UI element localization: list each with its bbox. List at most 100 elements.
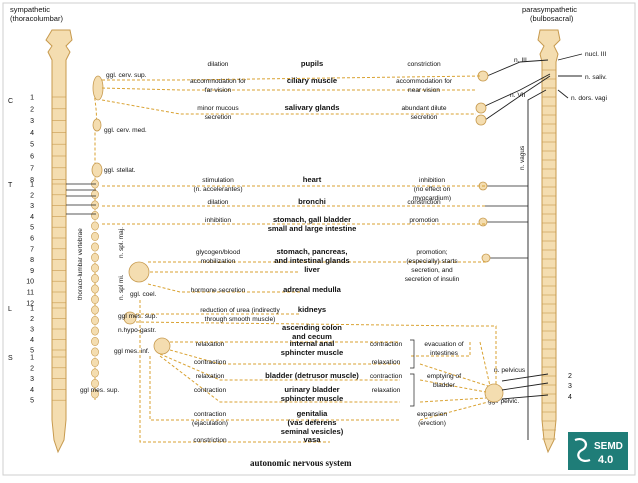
segment-number-c6: 6	[30, 154, 34, 161]
segment-group-t: T	[8, 182, 13, 189]
parasympathetic-effect: accommodation for	[396, 78, 453, 85]
ganglion-submandibular	[475, 114, 487, 126]
vagus-branches	[485, 185, 528, 259]
row-1: ciliary muscle accommodation for far visio…	[190, 76, 453, 94]
organ-label: ascending colon	[282, 323, 342, 332]
organ-label: stomach, gall bladder	[273, 215, 351, 224]
segment-group-s: S	[8, 355, 13, 362]
pathway-salivary	[101, 99, 476, 115]
label-ggl-cerv-med: ggl. cerv. med.	[104, 127, 147, 134]
parasympathetic-title: parasympathetic	[522, 5, 577, 14]
parasympathetic-outcome: intestines	[430, 350, 459, 357]
parasympathetic-effect: (erection)	[418, 420, 446, 427]
ganglion-stomach	[478, 217, 488, 227]
organ-label: salivary glands	[285, 103, 340, 112]
nerve-n-vii-a	[484, 73, 551, 107]
pathway-sphincter-para	[419, 397, 487, 403]
diagram-title: autonomic nervous system	[250, 458, 352, 468]
parasympathetic-effect: near vision	[408, 87, 440, 94]
pathway-anal-para	[479, 341, 491, 387]
chain-ganglion	[91, 232, 99, 242]
ganglion-mes-inf	[153, 337, 171, 355]
organ-label: internal anal	[290, 339, 335, 348]
parasympathetic-effect: relaxation	[372, 387, 401, 394]
label-n-hypogastr: n.hypo-gastr.	[118, 327, 156, 334]
parasympathetic-effect: abundant dilute	[401, 105, 446, 112]
pointer-n-dors-vagi	[557, 89, 569, 99]
segment-number-l1: 1	[30, 306, 34, 313]
ganglion-pancreas	[481, 253, 491, 263]
organ-label: small and large intestine	[268, 224, 357, 233]
ganglion-cerv-sup	[92, 75, 104, 101]
ganglion-cerv-med	[92, 118, 102, 132]
label-ggl-cerv-sup: ggl. cerv. sup.	[106, 72, 147, 79]
pathway-pupils	[102, 75, 481, 81]
chain-ganglion	[91, 357, 99, 367]
segment-number-t9: 9	[30, 268, 34, 275]
segment-number-s4: 4	[30, 387, 34, 394]
organ-label: vasa	[304, 435, 322, 444]
right-sacral-2: 2	[568, 373, 572, 380]
chain-ganglion	[91, 221, 99, 231]
organ-label: seminal vesicles)	[281, 427, 344, 436]
sympathetic-title: sympathetic	[10, 5, 50, 14]
organ-label: genitalia	[297, 409, 329, 418]
chain-ganglion	[91, 336, 99, 346]
segment-number-c2: 2	[30, 106, 34, 113]
label-n-saliv: n. saliv.	[585, 74, 607, 81]
left-segment-ticks	[52, 96, 66, 401]
segment-number-s3: 3	[30, 376, 34, 383]
semd-logo: SEMD 4.0	[568, 432, 628, 470]
label-n-dors-vagi: n. dors. vagi	[571, 95, 607, 102]
segment-number-l3: 3	[30, 327, 34, 334]
row-6: stomach, pancreas,and intestinal glandsg…	[196, 247, 460, 283]
parasympathetic-effect: promotion;	[416, 249, 447, 256]
sympathetic-effect: (n. accelerantes)	[193, 186, 242, 193]
label-n-spl-maj: n. spl. maj.	[118, 227, 125, 258]
pathway-genitalia-para	[419, 401, 489, 421]
chain-ganglion	[91, 347, 99, 357]
chain-ganglion	[91, 305, 99, 315]
parasympathetic-outcome: evacuation of	[424, 341, 463, 348]
ganglion-mes-sup	[123, 311, 137, 325]
organ-label: sphincter muscle	[281, 348, 343, 357]
organ-label: sphincter muscle	[281, 394, 343, 403]
segment-number-t5: 5	[30, 225, 34, 232]
right-segment-ticks	[542, 69, 556, 440]
ganglion-coeliac	[128, 261, 150, 283]
organ-label: ciliary muscle	[287, 76, 337, 85]
parasympathetic-effect: contraction	[370, 341, 403, 348]
right-sacral-3: 3	[568, 383, 572, 390]
nerve-n-vagus	[527, 89, 547, 440]
logo-line-1: SEMD	[594, 441, 623, 452]
nerve-n-vii-b	[484, 75, 551, 121]
parasympathetic-ganglia	[475, 70, 504, 403]
segment-number-l2: 2	[30, 316, 34, 323]
nerve-pathways	[101, 75, 497, 443]
segment-number-c4: 4	[30, 130, 34, 137]
chain-ganglion	[91, 242, 99, 252]
parasympathetic-effect: secretion	[411, 114, 438, 121]
chain-ganglion	[91, 389, 99, 399]
sympathetic-effect: (ejaculation)	[192, 420, 228, 427]
sympathetic-effect: contraction	[194, 411, 227, 418]
sympathetic-effect: stimulation	[202, 177, 234, 184]
parasympathetic-effect: secretion of insulin	[405, 276, 460, 283]
sympathetic-effect: inhibition	[205, 217, 231, 224]
parasympathetic-effect: constriction	[407, 61, 441, 68]
sympathetic-effect: far vision	[205, 87, 232, 94]
sacral-line-3	[501, 382, 549, 391]
sympathetic-chain	[91, 75, 171, 400]
sympathetic-effect: contraction	[194, 359, 227, 366]
label-ggl-coel: ggl. coel.	[130, 291, 157, 298]
chain-ganglion	[91, 315, 99, 325]
sympathetic-effect: glycogen/blood	[196, 249, 241, 256]
pathway-sphincter-sym	[159, 355, 400, 403]
